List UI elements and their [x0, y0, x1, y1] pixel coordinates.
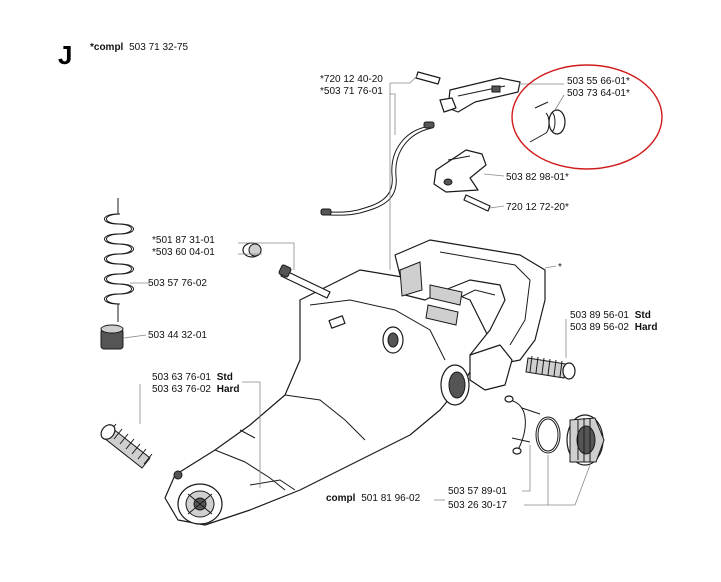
label-503-63-76-01: 503 63 76-01 Std — [152, 372, 233, 383]
label-503-82-98-01: 503 82 98-01* — [506, 172, 569, 183]
pin-720-12-40-20 — [415, 71, 441, 85]
fuel-filter-503-44-32-01 — [100, 324, 124, 350]
label-503-57-89-01: 503 57 89-01 — [448, 486, 507, 497]
label-503-60-04-01: *503 60 04-01 — [152, 247, 215, 258]
label-503-44-32-01: 503 44 32-01 — [148, 330, 207, 341]
label-asterisk: * — [558, 262, 562, 273]
throttle-trigger — [439, 77, 521, 113]
label-503-63-76-01-number: 503 63 76-01 — [152, 372, 211, 383]
label-503-89-56-01-tag: Std — [635, 310, 651, 321]
label-503-57-76-02: 503 57 76-02 — [148, 278, 207, 289]
throttle-lockout — [433, 149, 487, 193]
label-compl-number: 501 81 96-02 — [361, 493, 420, 504]
label-720-12-72-20: 720 12 72-20* — [506, 202, 569, 213]
av-spring-left — [100, 423, 183, 480]
fuel-hose-coil-503-57-76-02 — [104, 198, 134, 322]
pin-720-12-72-20 — [463, 194, 491, 212]
grommet-501-87-31-01 — [242, 242, 262, 258]
section-compl-number: 503 71 32-75 — [129, 42, 188, 53]
label-503-89-56-02-number: 503 89 56-02 — [570, 322, 629, 333]
label-compl-501-81-96-02: compl 501 81 96-02 — [326, 493, 421, 504]
label-503-89-56-01: 503 89 56-01 Std — [570, 310, 651, 321]
label-503-26-30-17: 503 26 30-17 — [448, 500, 507, 511]
o-ring-503-26-30-17 — [535, 416, 561, 454]
highlight-circle — [511, 64, 663, 170]
label-503-89-56-02: 503 89 56-02 Hard — [570, 322, 658, 333]
label-503-63-76-02-number: 503 63 76-02 — [152, 384, 211, 395]
label-503-55-66-01: 503 55 66-01* — [567, 76, 630, 87]
wire-clip-503-57-89-01 — [504, 395, 541, 455]
spring-503-73-64-01 — [529, 101, 566, 143]
label-501-87-31-01: *501 87 31-01 — [152, 235, 215, 246]
tube-503-60-04-01 — [278, 264, 331, 299]
rear-handle-housing — [164, 239, 546, 526]
label-503-63-76-01-tag: Std — [217, 372, 233, 383]
leader-lines — [123, 74, 591, 506]
label-503-63-76-02: 503 63 76-02 Hard — [152, 384, 240, 395]
label-503-89-56-01-number: 503 89 56-01 — [570, 310, 629, 321]
label-503-71-76-01: *503 71 76-01 — [320, 86, 383, 97]
label-503-73-64-01: 503 73 64-01* — [567, 88, 630, 99]
section-compl-prefix: *compl — [90, 42, 124, 53]
fuel-cap — [566, 414, 605, 466]
section-compl-line: *compl 503 71 32-75 — [90, 42, 189, 53]
label-503-63-76-02-tag: Hard — [217, 384, 240, 395]
label-compl-prefix: compl — [326, 493, 356, 504]
label-503-89-56-02-tag: Hard — [635, 322, 658, 333]
throttle-cable — [320, 121, 435, 216]
label-720-12-40-20: *720 12 40-20 — [320, 74, 383, 85]
av-spring-right — [525, 355, 576, 380]
section-letter: J — [58, 40, 72, 70]
